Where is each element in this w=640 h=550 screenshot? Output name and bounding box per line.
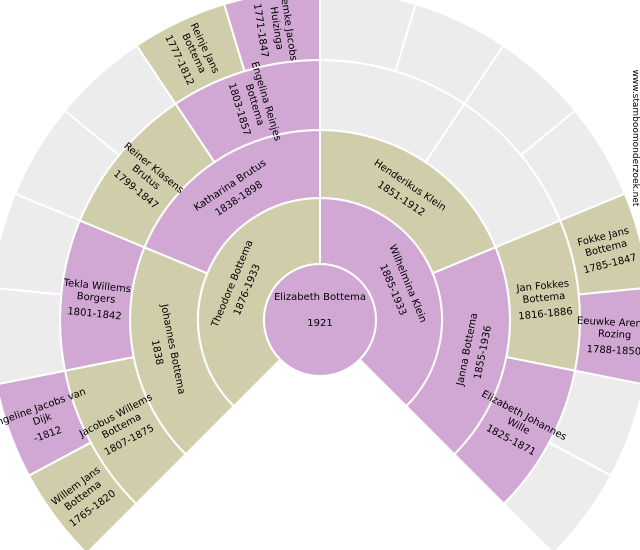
- watermark-text: www.stamboomonderzoek.net: [630, 70, 640, 207]
- root-circle[interactable]: [263, 263, 377, 377]
- root-person[interactable]: Elizabeth Bottema 1921: [263, 263, 377, 377]
- empty-ancestor-segment: [502, 441, 613, 550]
- root-dates: 1921: [307, 318, 332, 329]
- empty-ancestor-segment: [0, 287, 67, 385]
- ancestor-name: Borgers: [76, 291, 116, 306]
- root-name: Elizabeth Bottema: [274, 292, 366, 303]
- ancestor-dates: 1801-1842: [67, 306, 122, 322]
- ancestor-dates: 1838: [149, 339, 165, 366]
- ancestor-name: Bottema: [522, 291, 566, 306]
- ancestor-dates: 1816-1886: [518, 306, 573, 322]
- ancestor-name: Rozing: [598, 329, 632, 342]
- ancestor-dates: 1788-1850: [586, 344, 640, 358]
- ancestor-name: Jan Fokkes: [515, 278, 570, 294]
- ancestor-name: Eeuwke Arends: [577, 316, 640, 331]
